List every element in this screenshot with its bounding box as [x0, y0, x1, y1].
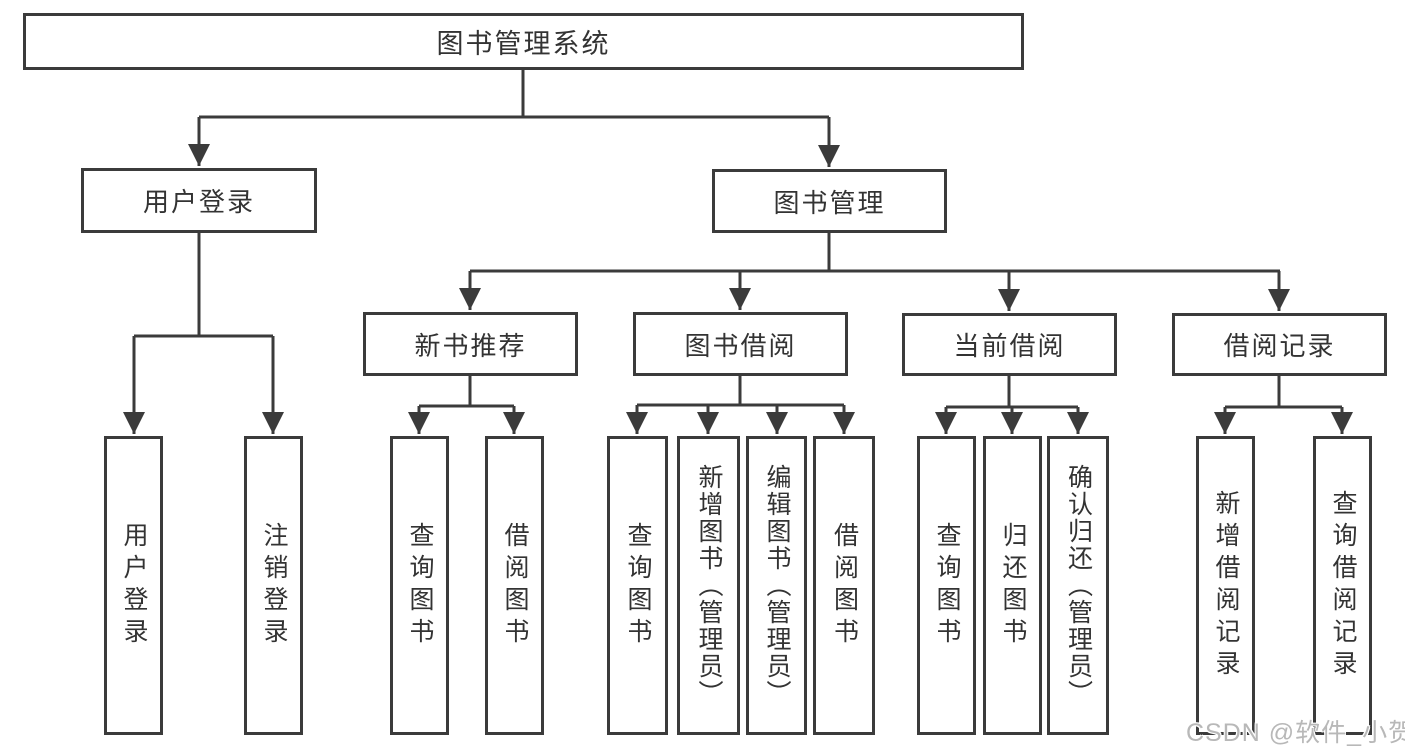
- leaf-logout: 注销登录: [244, 436, 303, 735]
- leaf-query-books-2: 查询图书: [607, 436, 668, 735]
- node-new-book-rec: 新书推荐: [363, 312, 578, 376]
- leaf-query-books-3-label: 查询图书: [933, 521, 961, 650]
- leaf-add-books-admin: 新增图书（管理员）: [677, 436, 740, 735]
- leaf-edit-books-admin: 编辑图书（管理员）: [746, 436, 807, 735]
- leaf-query-borrow-record: 查询借阅记录: [1313, 436, 1372, 735]
- leaf-borrow-books-2: 借阅图书: [813, 436, 875, 735]
- leaf-add-borrow-record-label: 新增借阅记录: [1212, 489, 1240, 682]
- node-root-label: 图书管理系统: [436, 29, 611, 59]
- connector-current-borrow: [935, 376, 1089, 434]
- leaf-query-books-2-label: 查询图书: [624, 521, 652, 650]
- leaf-borrow-books-1: 借阅图书: [485, 436, 544, 735]
- connector-book-borrow: [626, 376, 855, 434]
- node-user-login-label: 用户登录: [142, 187, 255, 217]
- leaf-add-borrow-record: 新增借阅记录: [1196, 436, 1255, 735]
- connector-root-to-level2: [188, 69, 840, 167]
- node-book-mgmt: 图书管理: [712, 169, 947, 233]
- node-borrow-records-label: 借阅记录: [1223, 331, 1336, 361]
- node-book-borrow: 图书借阅: [633, 312, 848, 376]
- connector-new-book-rec: [408, 376, 525, 434]
- leaf-query-books-3: 查询图书: [917, 436, 976, 735]
- leaf-user-login-label: 用户登录: [120, 521, 148, 650]
- leaf-edit-books-admin-label: 编辑图书（管理员）: [763, 464, 791, 707]
- node-book-borrow-label: 图书借阅: [684, 330, 797, 361]
- leaf-query-borrow-record-label: 查询借阅记录: [1329, 489, 1357, 682]
- node-current-borrow: 当前借阅: [902, 313, 1117, 376]
- connector-borrow-records: [1214, 376, 1353, 434]
- node-book-mgmt-label: 图书管理: [773, 187, 886, 218]
- node-current-borrow-label: 当前借阅: [953, 331, 1066, 361]
- connector-book-mgmt: [459, 233, 1290, 311]
- leaf-user-login: 用户登录: [104, 436, 163, 735]
- connector-user-login: [123, 233, 284, 434]
- leaf-query-books-1: 查询图书: [390, 436, 449, 735]
- leaf-logout-label: 注销登录: [260, 521, 288, 650]
- leaf-return-books: 归还图书: [983, 436, 1042, 735]
- leaf-borrow-books-1-label: 借阅图书: [501, 521, 529, 650]
- leaf-query-books-1-label: 查询图书: [406, 521, 434, 650]
- node-new-book-rec-label: 新书推荐: [414, 330, 527, 361]
- node-borrow-records: 借阅记录: [1172, 313, 1387, 376]
- leaf-return-books-label: 归还图书: [999, 521, 1027, 650]
- leaf-borrow-books-2-label: 借阅图书: [830, 521, 859, 650]
- node-root: 图书管理系统: [23, 13, 1024, 70]
- csdn-watermark: CSDN @软件_小贺同学: [1186, 719, 1405, 747]
- node-user-login: 用户登录: [81, 168, 317, 233]
- leaf-add-books-admin-label: 新增图书（管理员）: [695, 464, 723, 707]
- leaf-confirm-return-admin: 确认归还（管理员）: [1047, 436, 1109, 735]
- leaf-confirm-return-admin-label: 确认归还（管理员）: [1064, 464, 1093, 707]
